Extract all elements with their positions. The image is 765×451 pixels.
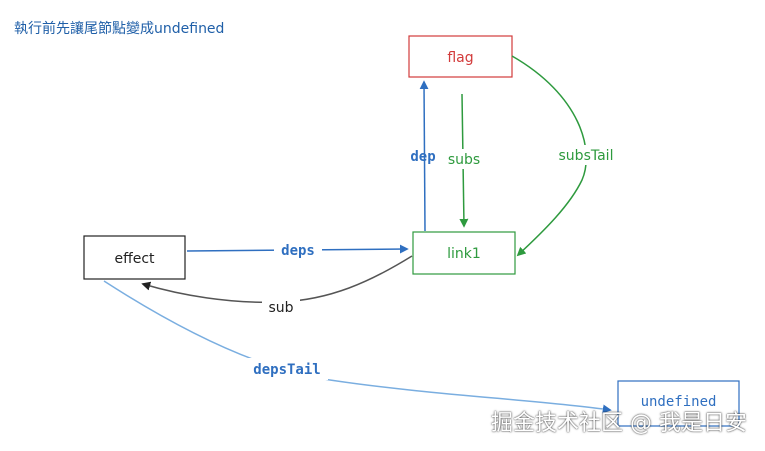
node-link1-label: link1: [447, 246, 481, 262]
edge-subs-label-bg: [443, 149, 485, 169]
node-link1: link1: [412, 231, 516, 275]
edge-deps-label: deps: [281, 243, 315, 259]
node-flag: flag: [408, 35, 513, 78]
edge-deps: deps: [186, 240, 409, 260]
diagram-title: 執行前先讓尾節點變成undefined: [14, 21, 225, 37]
edge-sub-label-bg: [262, 297, 300, 317]
edge-subs: subs: [443, 93, 485, 228]
edge-subsTail-label: subsTail: [559, 148, 614, 164]
edge-depsTail-label: depsTail: [253, 362, 320, 378]
node-undefined-label: undefined: [641, 394, 717, 410]
node-undefined: undefined: [617, 380, 740, 427]
edge-sub-label: sub: [268, 300, 293, 316]
node-flag-label: flag: [447, 50, 473, 66]
edge-depsTail-label-bg: [246, 358, 328, 380]
edge-dep-label: dep: [410, 149, 435, 165]
watermark: 掘金技术社区 @ 我是日安: [491, 411, 747, 436]
edge-deps-label-bg: [274, 240, 322, 260]
edge-sub: sub: [141, 255, 413, 317]
edge-dep: dep: [410, 80, 436, 232]
node-effect: effect: [83, 235, 186, 280]
edge-subsTail: subsTail: [511, 55, 622, 257]
edge-depsTail: depsTail: [103, 280, 612, 414]
node-effect-label: effect: [114, 251, 155, 267]
edge-subs-label: subs: [448, 152, 480, 168]
edge-subsTail-label-bg: [550, 145, 622, 165]
